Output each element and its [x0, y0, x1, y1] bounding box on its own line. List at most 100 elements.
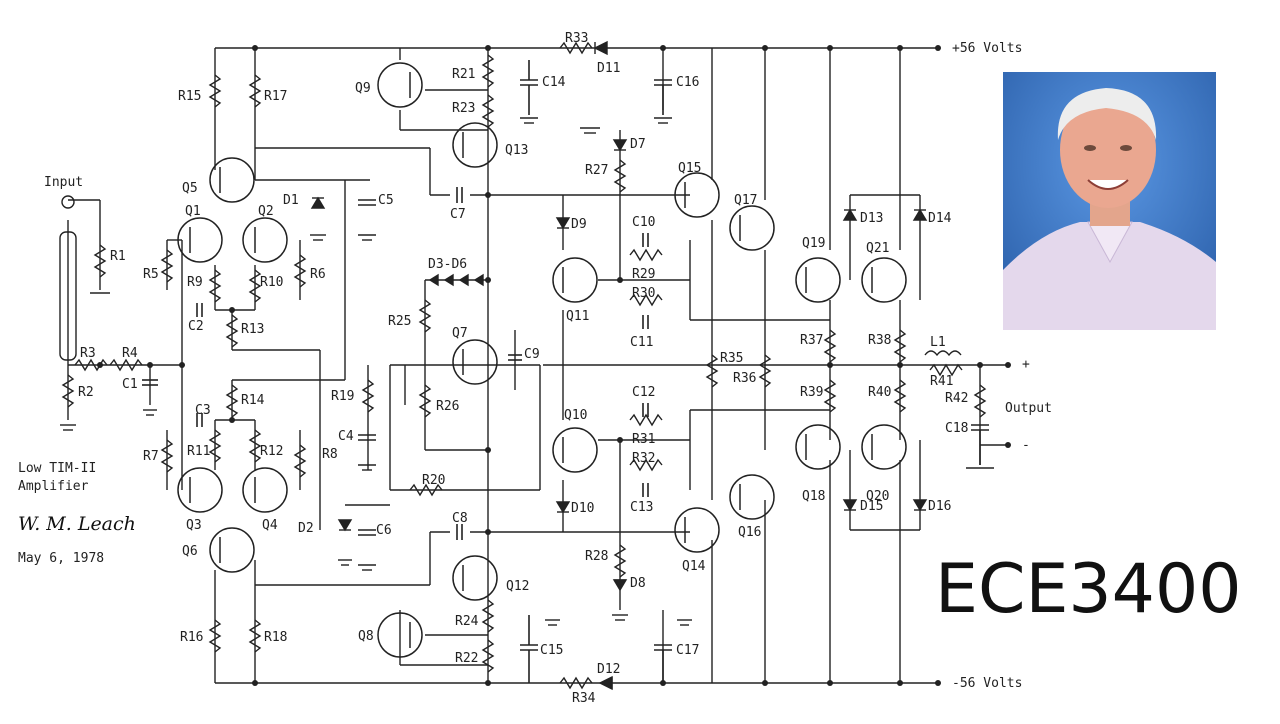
label-d8: D8 [630, 576, 646, 591]
label-d3-d6: D3-D6 [428, 257, 467, 272]
label-r39: R39 [800, 385, 823, 400]
label-d11: D11 [597, 61, 620, 76]
label-r19: R19 [331, 389, 354, 404]
label-c15: C15 [540, 643, 563, 658]
diode-symbols [310, 40, 928, 691]
label-r1: R1 [110, 249, 126, 264]
label-r9: R9 [187, 275, 203, 290]
label-r5: R5 [143, 267, 159, 282]
label-c9: C9 [524, 347, 540, 362]
label-r23: R23 [452, 101, 475, 116]
label-q13: Q13 [505, 143, 528, 158]
label-r22: R22 [455, 651, 478, 666]
label-d10: D10 [571, 501, 594, 516]
junction-dots [97, 45, 1011, 686]
photo-eye-left [1084, 145, 1096, 151]
label-c12: C12 [632, 385, 655, 400]
label-q15: Q15 [678, 161, 701, 176]
misc-symbols [59, 117, 994, 626]
resistor-symbols [61, 41, 987, 690]
label-c4: C4 [338, 429, 354, 444]
label-r6: R6 [310, 267, 326, 282]
label-r35: R35 [720, 351, 743, 366]
label-r17: R17 [264, 89, 287, 104]
label-d2: D2 [298, 521, 314, 536]
label-r16: R16 [180, 630, 203, 645]
title-line-2: Amplifier [18, 479, 89, 494]
label-r8: R8 [322, 447, 338, 462]
label-c7: C7 [450, 207, 466, 222]
label-q14: Q14 [682, 559, 706, 574]
label-q2: Q2 [258, 204, 274, 219]
photo-face [1060, 92, 1156, 208]
label-r29: R29 [632, 267, 655, 282]
label-q9: Q9 [355, 81, 371, 96]
label-d14: D14 [928, 211, 952, 226]
label-c14: C14 [542, 75, 566, 90]
photo-eye-right [1120, 145, 1132, 151]
label-r20: R20 [422, 473, 445, 488]
label-r32: R32 [632, 451, 655, 466]
label-c8: C8 [452, 511, 468, 526]
wires [67, 47, 1008, 684]
label-q17: Q17 [734, 193, 757, 208]
photo-smile [1087, 179, 1129, 190]
label-d9: D9 [571, 217, 587, 232]
label-c16: C16 [676, 75, 699, 90]
label-r41: R41 [930, 374, 953, 389]
label-r37: R37 [800, 333, 823, 348]
label-r4: R4 [122, 346, 138, 361]
label-c1: C1 [122, 377, 138, 392]
label-d13: D13 [860, 211, 883, 226]
output-plus-label: + [1022, 357, 1030, 372]
label-q18: Q18 [802, 489, 825, 504]
capacitor-symbols [142, 60, 989, 683]
label-q20: Q20 [866, 489, 889, 504]
label-c6: C6 [376, 523, 392, 538]
label-q16: Q16 [738, 525, 761, 540]
date-label: May 6, 1978 [18, 551, 104, 566]
label-r31: R31 [632, 432, 655, 447]
label-r33: R33 [565, 31, 588, 46]
label-r11: R11 [187, 444, 210, 459]
label-r3: R3 [80, 346, 96, 361]
label-c2: C2 [188, 319, 204, 334]
label-r7: R7 [143, 449, 159, 464]
label-d16: D16 [928, 499, 951, 514]
label-q1: Q1 [185, 204, 201, 219]
input-label: Input [44, 175, 83, 190]
label-q4: Q4 [262, 518, 278, 533]
supply-negative-label: -56 Volts [952, 676, 1022, 691]
label-r21: R21 [452, 67, 475, 82]
label-d12: D12 [597, 662, 620, 677]
photo-hair [1057, 88, 1157, 140]
label-r27: R27 [585, 163, 608, 178]
label-q8: Q8 [358, 629, 374, 644]
label-r13: R13 [241, 322, 264, 337]
label-q6: Q6 [182, 544, 198, 559]
title-line-1: Low TIM-II [18, 461, 96, 476]
label-q21: Q21 [866, 241, 889, 256]
transistor-symbols [177, 62, 907, 658]
label-q12: Q12 [506, 579, 529, 594]
label-r30: R30 [632, 286, 655, 301]
label-r36: R36 [733, 371, 756, 386]
label-r28: R28 [585, 549, 608, 564]
label-r14: R14 [241, 393, 265, 408]
output-minus-label: - [1022, 438, 1030, 453]
supply-positive-label: +56 Volts [952, 41, 1022, 56]
author-photo [1003, 72, 1216, 330]
label-q19: Q19 [802, 236, 825, 251]
label-c10: C10 [632, 215, 655, 230]
course-code: ECE3400 [935, 550, 1241, 629]
label-r38: R38 [868, 333, 891, 348]
label-c11: C11 [630, 335, 653, 350]
label-r24: R24 [455, 614, 479, 629]
label-r15: R15 [178, 89, 201, 104]
label-r2: R2 [78, 385, 94, 400]
label-r25: R25 [388, 314, 411, 329]
label-r34: R34 [572, 691, 596, 706]
